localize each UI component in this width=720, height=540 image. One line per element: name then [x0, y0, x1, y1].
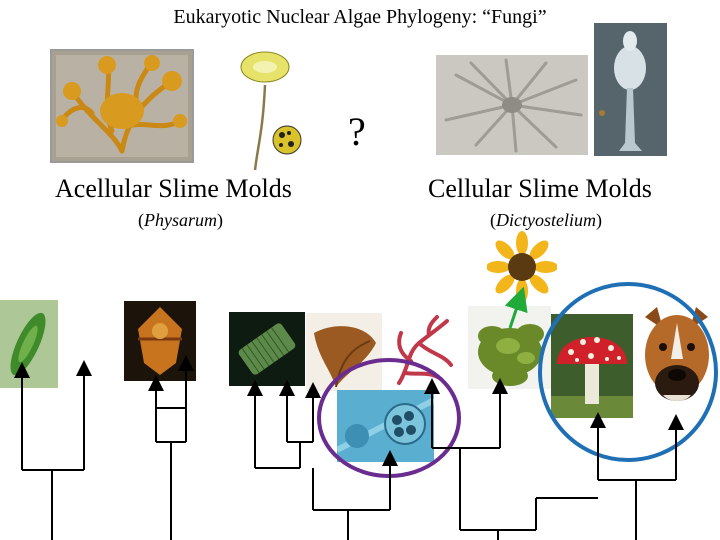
- dictyostelium-aggregation-image: [436, 55, 588, 155]
- physarum-label: (Physarum): [138, 210, 223, 231]
- physarum-plasmodium-image: [50, 49, 194, 163]
- red-alga-image: [389, 313, 457, 388]
- dictyostelium-genus: Dictyostelium: [496, 210, 596, 230]
- page-title: Eukaryotic Nuclear Algae Phylogeny: “Fun…: [173, 6, 547, 28]
- dinoflagellate-image: [124, 301, 196, 381]
- boxer-dog-image: [633, 299, 720, 421]
- cellular-slime-molds-label: Cellular Slime Molds: [428, 174, 652, 203]
- fly-agaric-mushroom-image: [551, 314, 633, 418]
- question-mark: ?: [348, 109, 366, 154]
- brown-alga-image: [306, 313, 382, 391]
- physarum-sporangium-image: [225, 45, 303, 173]
- acellular-slime-molds-label: Acellular Slime Molds: [55, 174, 292, 203]
- dictyostelium-label: (Dictyostelium): [490, 210, 602, 231]
- dictyostelium-paren-close: ): [595, 210, 602, 230]
- dictyostelium-fruiting-body-image: [594, 23, 667, 156]
- sunflower-image: [487, 231, 557, 303]
- physarum-genus: Physarum: [144, 210, 217, 230]
- physarum-paren-close: ): [217, 210, 223, 230]
- blue-circle: [538, 282, 718, 462]
- physarum-paren-open: (: [138, 210, 144, 230]
- diatom-image: [229, 312, 305, 386]
- dictyostelium-paren-open: (: [490, 210, 496, 230]
- green-arrow: [504, 286, 528, 329]
- green-alga-image: [468, 306, 551, 389]
